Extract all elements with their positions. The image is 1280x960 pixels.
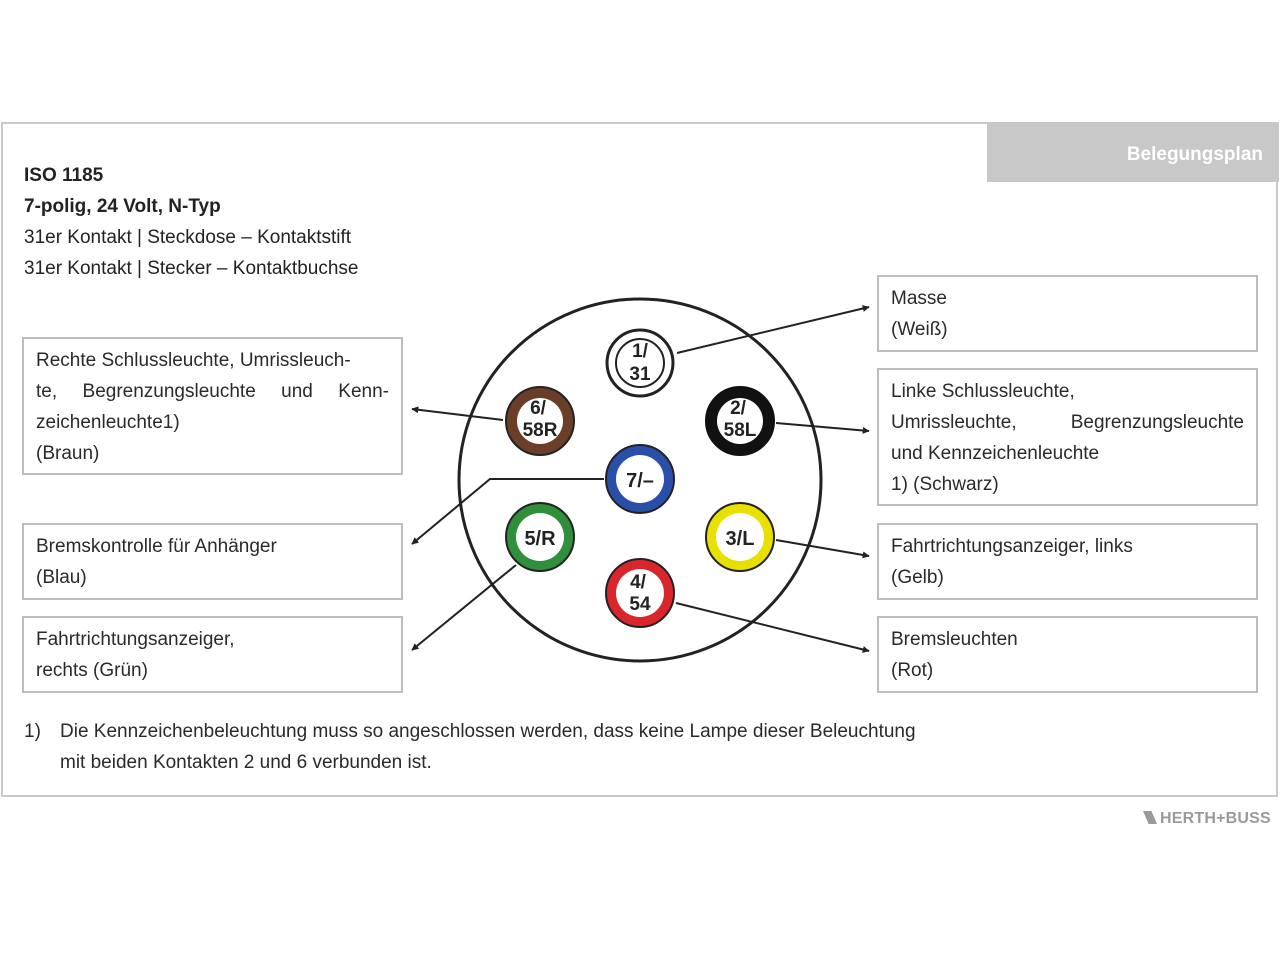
pin-7: 7/– <box>605 444 675 514</box>
connector-type: 7-polig, 24 Volt, N-Typ <box>24 196 221 217</box>
box-line: und Kennzeichenleuchte <box>891 443 1100 464</box>
box-bremsleuchten: Bremsleuchten (Rot) <box>877 616 1258 693</box>
pin-core <box>615 338 665 388</box>
footnote-line-1: Die Kennzeichenbeleuchtung muss so anges… <box>60 721 916 742</box>
pin-1-31: 1/ 31 <box>605 328 675 398</box>
standard-title: ISO 1185 <box>24 165 104 186</box>
pin-core <box>516 513 564 561</box>
pin-label: 1/ <box>632 341 649 362</box>
box-fahrtrichtung-rechts: Fahrtrichtungsanzeiger, rechts (Grün) <box>22 616 403 693</box>
pin-label: 58R <box>523 420 558 441</box>
box-line: Fahrtrichtungsanzeiger, links <box>891 536 1133 557</box>
box-line: (Gelb) <box>891 567 944 588</box>
arrow-fahrt-rechts <box>411 564 517 651</box>
box-line: (Rot) <box>891 660 934 681</box>
box-line: Umrissleuchte, Begrenzungsleuchte <box>891 412 1244 433</box>
pin-label: 2/ <box>730 398 747 419</box>
tab-label: Belegungsplan <box>1126 144 1263 165</box>
pin-label: 7/– <box>626 470 654 492</box>
pin-core <box>716 513 764 561</box>
pin-label: 58L <box>724 420 757 441</box>
box-line: Linke Schlussleuchte, <box>891 381 1075 402</box>
pin-label: 31 <box>629 364 651 385</box>
pin-core <box>616 455 664 503</box>
box-fahrtrichtung-links: Fahrtrichtungsanzeiger, links (Gelb) <box>877 523 1258 600</box>
pin-5-r: 5/R <box>505 502 575 572</box>
contact-plug: 31er Kontakt | Stecker – Kontaktbuchse <box>24 258 359 279</box>
pin-6-58r: 6/ 58R <box>505 386 575 456</box>
box-line: te, Begrenzungsleuchte und Kenn- <box>36 381 389 402</box>
arrow-rechte-schluss <box>411 406 504 421</box>
box-masse: Masse (Weiß) <box>877 275 1258 352</box>
pin-core <box>616 569 664 617</box>
box-line: Masse <box>891 288 947 309</box>
box-line: (Braun) <box>36 443 100 464</box>
arrow-fahrt-links <box>775 539 870 559</box>
pin-core <box>517 398 563 444</box>
arrow-bremsleuchten <box>675 602 870 653</box>
box-line: Rechte Schlussleuchte, Umrissleuch- <box>36 350 351 371</box>
pin-2-58l: 2/ 58L <box>705 386 775 456</box>
pin-label: 4/ <box>630 572 647 593</box>
box-line: Fahrtrichtungsanzeiger, <box>36 629 235 650</box>
pin-4-54: 4/ 54 <box>605 558 675 628</box>
box-rechte-schlussleuchte: Rechte Schlussleuchte, Umrissleuch- te, … <box>22 337 403 475</box>
box-line: (Blau) <box>36 567 87 588</box>
herth-buss-logo: HERTH+BUSS <box>1143 810 1271 828</box>
box-line: zeichenleuchte1) <box>36 412 180 433</box>
belegungsplan-tab: Belegungsplan <box>987 122 1279 182</box>
pin-3-l: 3/L <box>705 502 775 572</box>
box-line: 1) (Schwarz) <box>891 474 999 495</box>
footnote-marker: 1) <box>24 721 41 742</box>
logo-mark-icon <box>1143 811 1157 824</box>
box-linke-schlussleuchte: Linke Schlussleuchte, Umrissleuchte, Beg… <box>877 368 1258 506</box>
arrow-bremskontrolle <box>411 478 604 545</box>
contact-socket: 31er Kontakt | Steckdose – Kontaktstift <box>24 227 352 248</box>
box-line: (Weiß) <box>891 319 948 340</box>
logo-text: HERTH+BUSS <box>1160 810 1271 827</box>
pin-label: 6/ <box>530 398 547 419</box>
footnote-line-2: mit beiden Kontakten 2 und 6 verbunden i… <box>60 752 432 773</box>
arrow-linke-schluss <box>775 422 870 434</box>
pin-label: 5/R <box>524 528 556 550</box>
pin-label: 3/L <box>726 528 755 550</box>
arrow-masse <box>676 305 870 354</box>
pin-core <box>717 398 763 444</box>
box-line: Bremsleuchten <box>891 629 1018 650</box>
box-line: Bremskontrolle für Anhänger <box>36 536 277 557</box>
box-line: rechts (Grün) <box>36 660 148 681</box>
box-bremskontrolle: Bremskontrolle für Anhänger (Blau) <box>22 523 403 600</box>
pin-label: 54 <box>629 594 651 615</box>
